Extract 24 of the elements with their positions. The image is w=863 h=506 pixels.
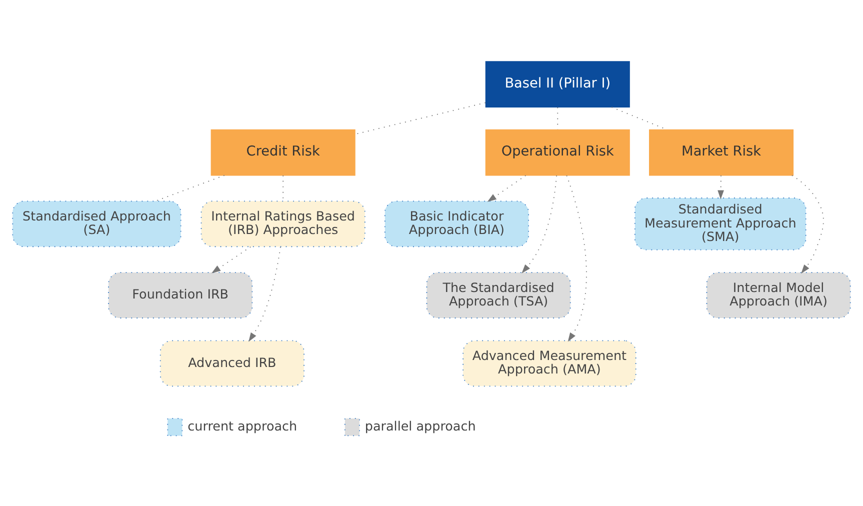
legend-label: parallel approach bbox=[364, 418, 476, 434]
node-box: Market Risk bbox=[649, 129, 794, 176]
node-box: Standardised Measurement Approach (SMA) bbox=[634, 198, 806, 250]
node-box: The Standardised Approach (TSA) bbox=[426, 272, 571, 318]
arrow bbox=[487, 175, 526, 202]
node-box: Credit Risk bbox=[210, 129, 356, 176]
connector bbox=[354, 102, 486, 135]
node-box: Internal Model Approach (IMA) bbox=[706, 272, 851, 318]
node-box: Advanced Measurement Approach (AMA) bbox=[462, 340, 636, 387]
node-box: Foundation IRB bbox=[108, 272, 253, 318]
legend-label: current approach bbox=[188, 418, 298, 434]
node-box: Basel II (Pillar I) bbox=[485, 61, 630, 108]
node-box: Advanced IRB bbox=[160, 340, 304, 387]
arrow bbox=[792, 174, 824, 274]
node-box: Basic Indicator Approach (BIA) bbox=[384, 200, 529, 248]
arrow bbox=[718, 175, 724, 200]
node-box: Operational Risk bbox=[485, 129, 630, 176]
arrow bbox=[522, 175, 558, 274]
arrow bbox=[566, 175, 587, 342]
arrow bbox=[248, 246, 281, 342]
node-box: Internal Ratings Based (IRB) Approaches bbox=[200, 200, 366, 248]
connector bbox=[155, 174, 225, 202]
node-box: Standardised Approach (SA) bbox=[12, 200, 182, 248]
arrow bbox=[212, 246, 252, 274]
